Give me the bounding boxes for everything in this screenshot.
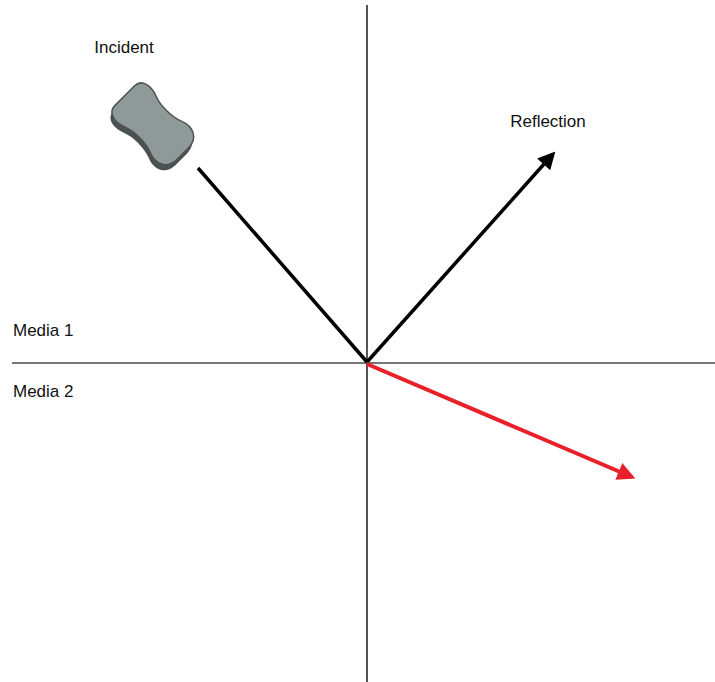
media-label: Media 2: [13, 382, 73, 402]
probe-label: Incident: [94, 38, 154, 58]
incident-ray: [198, 168, 367, 362]
refraction-ray: [367, 364, 632, 477]
media-label: Media 1: [13, 321, 73, 341]
reflection-ray: [367, 154, 553, 362]
reflection-label: Reflection: [510, 112, 586, 132]
transducer-probe: [104, 79, 201, 176]
interface-line: [12, 362, 715, 364]
normal-line: [366, 5, 368, 682]
